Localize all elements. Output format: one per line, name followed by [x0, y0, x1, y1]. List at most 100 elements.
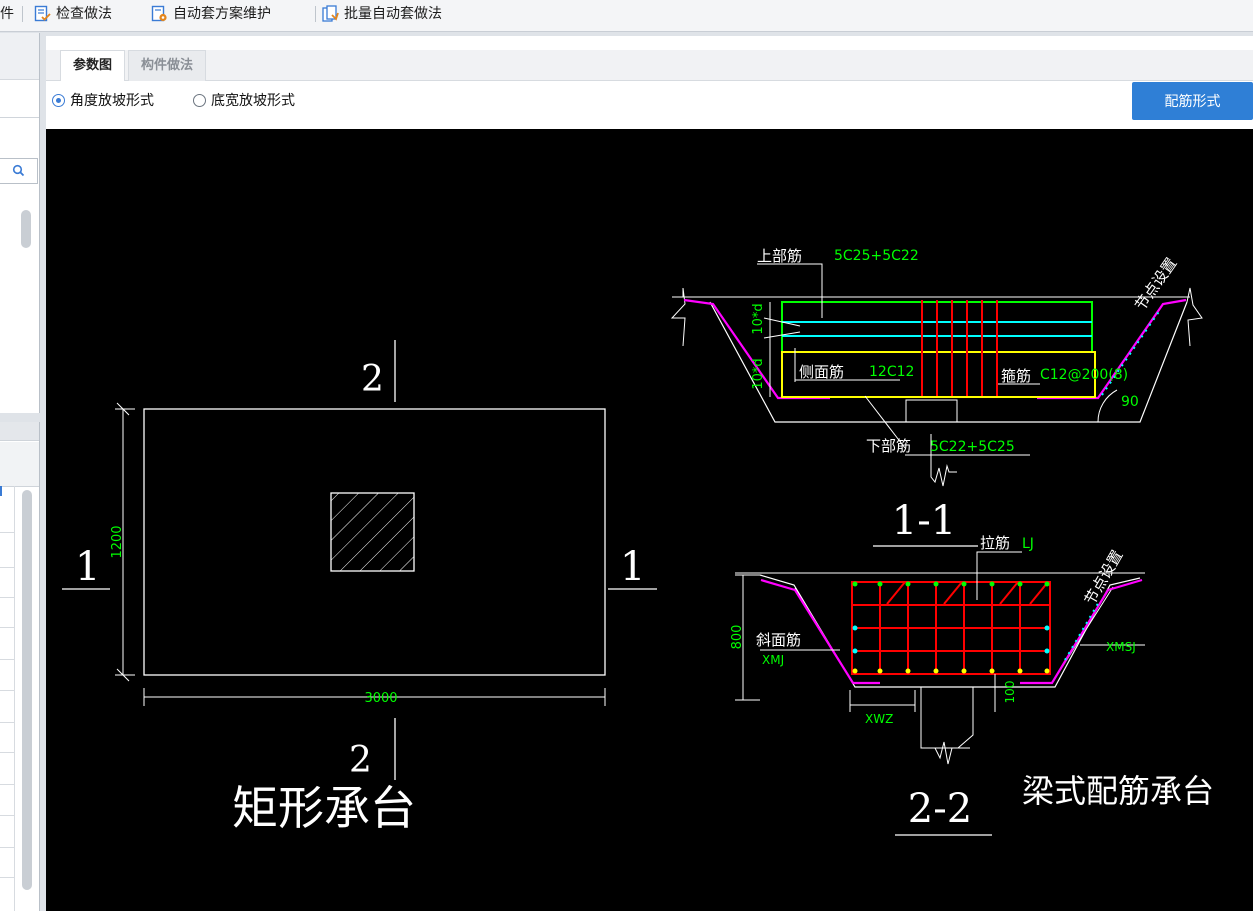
- auto-scheme-maintain-button[interactable]: 自动套方案维护: [151, 0, 311, 28]
- top-rebar-value: 5C25+5C22: [834, 248, 919, 264]
- tie-hook: [943, 581, 963, 605]
- top-rebar-label: 上部筋: [757, 247, 802, 265]
- leader-line: [757, 263, 823, 318]
- tie-value: LJ: [1022, 536, 1034, 552]
- left-panel-bottom: [0, 422, 40, 911]
- stirrup-label: 箍筋: [1001, 367, 1031, 385]
- drawing-caption: 梁式配筋承台: [1022, 772, 1214, 810]
- property-grid-line: [0, 847, 14, 848]
- section-2-2-height-dimension: 800: [730, 625, 745, 650]
- document-gear-icon: [151, 5, 167, 22]
- slope-tie-value: XMSJ: [1106, 640, 1136, 654]
- angle-arc: [1097, 389, 1118, 423]
- dimension-100: 100: [1003, 681, 1017, 704]
- tie-label: 拉筋: [980, 534, 1010, 552]
- auto-scheme-maintain-label: 自动套方案维护: [173, 6, 271, 22]
- bottom-width-slope-radio[interactable]: 底宽放坡形式: [193, 91, 333, 111]
- section-1-1-view: 上部筋 5C25+5C22 10*d 10*d 侧面筋 12C12 箍筋 C12…: [670, 247, 1203, 547]
- property-grid-line: [0, 815, 14, 816]
- pile-stub: [920, 687, 974, 749]
- property-panel-subheader: [0, 442, 39, 487]
- property-grid-line: [0, 722, 14, 723]
- section-2-2-title: 2-2: [908, 786, 972, 832]
- break-line: [1186, 287, 1203, 347]
- pile-cap-section-outline: [759, 574, 1141, 688]
- property-grid-line: [0, 627, 14, 628]
- batch-auto-method-button[interactable]: 批量自动套做法: [322, 0, 484, 28]
- node-setting-dotted-line: [1064, 599, 1101, 661]
- dimension-tick: [116, 402, 130, 416]
- slope-option-bar: 角度放坡形式 底宽放坡形式: [46, 81, 1253, 127]
- dimension-tick: [116, 668, 130, 682]
- side-rebar-label: 侧面筋: [799, 363, 844, 381]
- rebar-dots: [852, 581, 1050, 674]
- angle-slope-radio[interactable]: 角度放坡形式: [52, 91, 182, 111]
- plan-title: 矩形承台: [232, 781, 416, 835]
- toolbar-separator: [315, 6, 316, 22]
- pile-break-line: [930, 460, 957, 487]
- radio-unchecked-indicator[interactable]: [193, 94, 206, 107]
- property-grid-line: [0, 597, 14, 598]
- section-2-2-view: 800 XWZ 100 拉筋 LJ 斜面筋 XMJ XMSJ 节点设置: [730, 534, 1214, 836]
- pile-cap-outline: [143, 408, 606, 676]
- section-mark-right: 1: [620, 544, 645, 590]
- pile-break-line: [934, 741, 970, 765]
- left-panel-header: [0, 33, 39, 80]
- section-mark-left: 1: [75, 544, 100, 590]
- toolbar-separator: [22, 6, 23, 22]
- stirrup-value: C12@200(8): [1040, 367, 1128, 383]
- node-setting-label: 节点设置: [1131, 254, 1180, 313]
- bottom-rebar-label: 下部筋: [866, 437, 911, 455]
- property-grid-line: [0, 532, 14, 533]
- node-setting-dotted-line: [1101, 309, 1161, 396]
- bottom-extension-value: XWZ: [865, 712, 893, 726]
- toolbar-item-partial[interactable]: 件: [0, 0, 14, 28]
- toolbar-partial-label: 件: [0, 6, 14, 22]
- leader-line: [976, 551, 1022, 600]
- slope-rebar-right: [1037, 298, 1187, 400]
- section-1-1-title: 1-1: [892, 498, 956, 544]
- dimension-10d-bottom: 10*d: [751, 358, 766, 389]
- cad-drawing-canvas[interactable]: 1200 3000 2 2 1 1 矩形承台: [46, 129, 1253, 911]
- tie-hook: [886, 581, 906, 605]
- pile-stub: [905, 399, 958, 422]
- property-grid-line: [0, 784, 14, 785]
- check-method-button[interactable]: 检查做法: [34, 0, 138, 28]
- property-grid-line: [14, 486, 15, 911]
- tab-component-method[interactable]: 构件做法: [128, 50, 207, 81]
- property-panel-scrollbar[interactable]: [22, 490, 32, 890]
- slope-rebar-left: [760, 578, 880, 685]
- tab-parameter-diagram[interactable]: 参数图: [60, 50, 126, 81]
- left-panel-row: [0, 117, 39, 158]
- bottom-width-slope-label: 底宽放坡形式: [211, 93, 295, 109]
- property-grid-line: [0, 567, 14, 568]
- left-panel-scrollbar[interactable]: [21, 210, 31, 248]
- main-toolbar: 件 检查做法 自动套方案维护 批量自动套做法: [0, 0, 1253, 32]
- column-hatch: [330, 492, 415, 572]
- property-grid-line: [0, 752, 14, 753]
- batch-documents-icon: [322, 5, 339, 22]
- slope-rebar-right: [1020, 578, 1143, 685]
- row-selection-marker: [0, 486, 2, 496]
- slope-rebar-value: XMJ: [762, 653, 784, 667]
- plan-width-dimension: 3000: [364, 691, 397, 706]
- property-grid-line: [0, 659, 14, 660]
- angle-slope-label: 角度放坡形式: [70, 93, 154, 109]
- section-mark-bottom: 2: [349, 740, 372, 781]
- plan-height-dimension: 1200: [110, 525, 125, 558]
- tie-hook: [1029, 581, 1049, 605]
- section-mark-top: 2: [361, 359, 384, 400]
- property-grid-line: [0, 877, 14, 878]
- plan-view: 1200 3000 2 2 1 1 矩形承台: [62, 340, 657, 835]
- radio-checked-indicator[interactable]: [52, 94, 65, 107]
- search-icon[interactable]: [12, 164, 25, 177]
- dimension-10d-top: 10*d: [751, 303, 766, 334]
- side-rebar-value: 12C12: [869, 364, 914, 380]
- angle-value: 90: [1121, 394, 1139, 410]
- rebar-form-button[interactable]: 配筋形式: [1132, 82, 1253, 120]
- bottom-rebar-value: 5C22+5C25: [930, 439, 1015, 455]
- component-search-input[interactable]: [0, 158, 38, 184]
- leader-line: [864, 395, 906, 449]
- dimension-tick: [763, 331, 801, 339]
- slope-rebar-label: 斜面筋: [756, 631, 801, 649]
